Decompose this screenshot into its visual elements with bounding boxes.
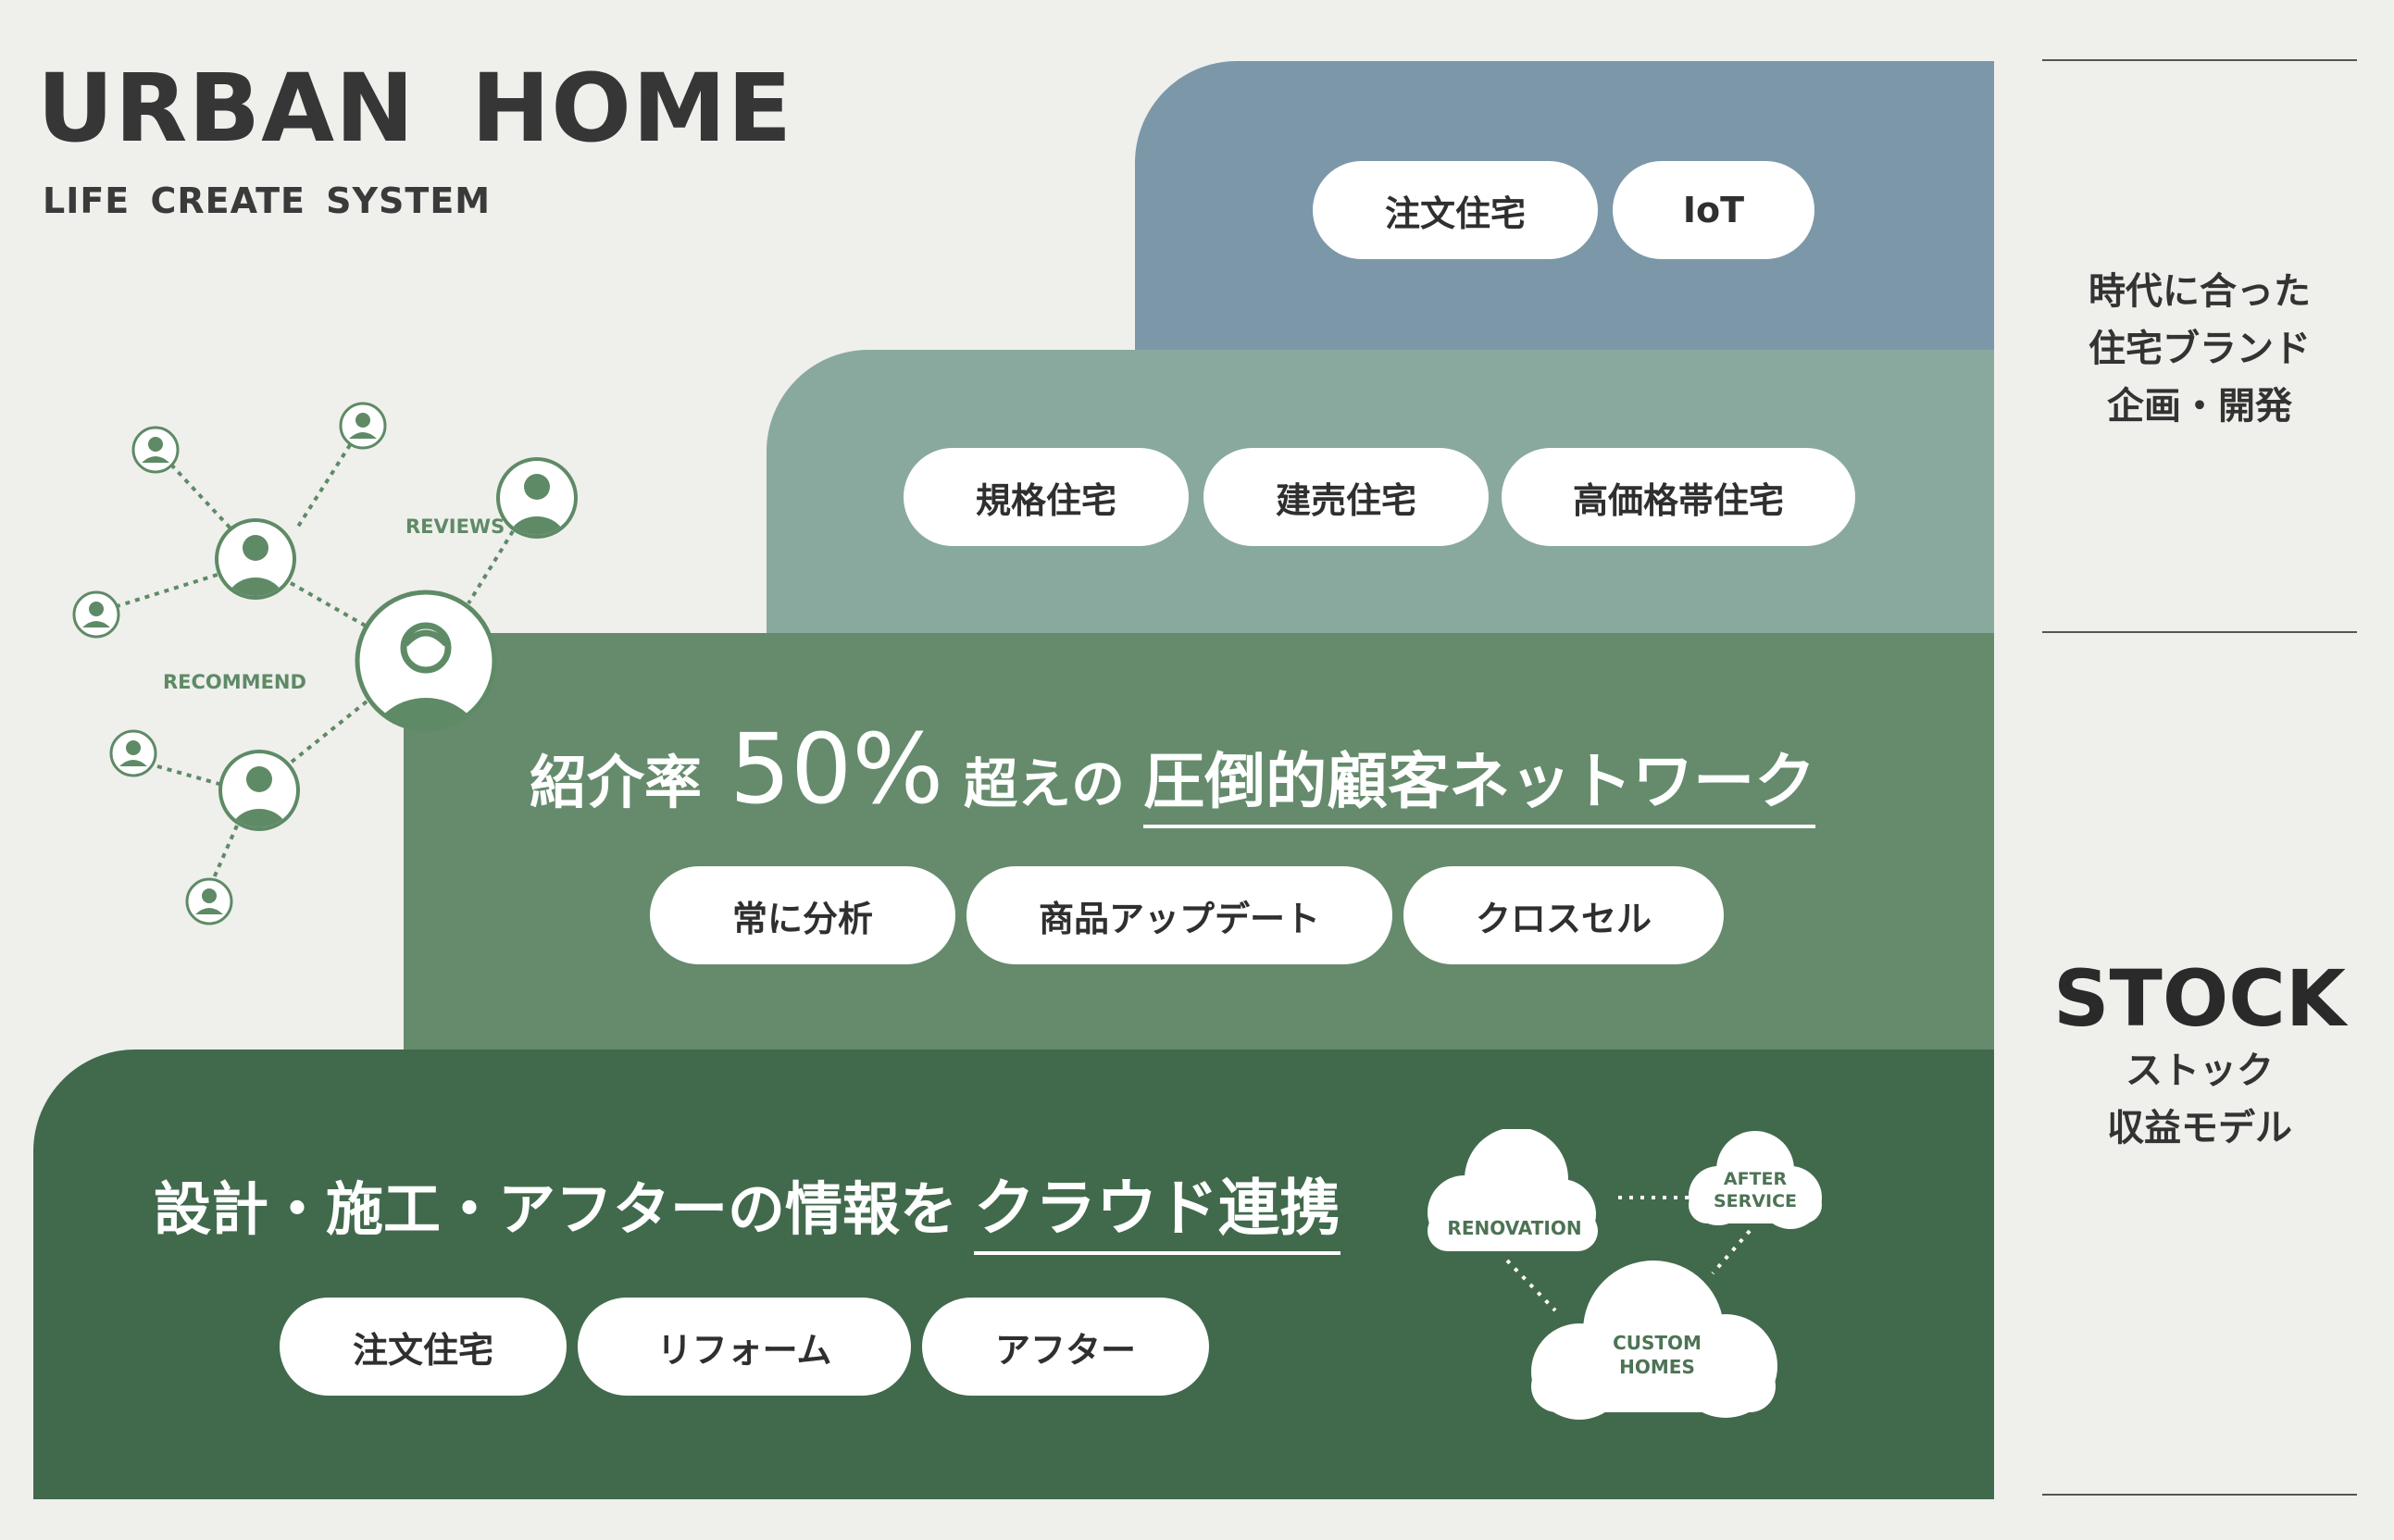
headline-emphasis: クラウド連携 xyxy=(974,1159,1341,1255)
customer-avatar xyxy=(185,877,233,925)
connector-after-custom xyxy=(1711,1229,1752,1275)
customer-avatar xyxy=(496,457,578,539)
customer-avatar xyxy=(339,402,387,450)
pill-standard-home: 規格住宅 xyxy=(904,448,1189,546)
cloud-renovation xyxy=(1428,1129,1598,1251)
divider-top xyxy=(2042,59,2357,61)
divider-middle xyxy=(2042,631,2357,633)
referral-rate: 50% xyxy=(729,713,944,826)
headline-prefix: 紹介率 xyxy=(530,749,703,816)
headline-middle: 超えの xyxy=(964,752,1126,815)
stock-title: STOCK xyxy=(2053,953,2346,1044)
network-headline: 紹介率 50% 超えの 圧倒的顧客ネットワーク xyxy=(530,713,1816,828)
divider-bottom xyxy=(2042,1494,2357,1496)
brand-subtitle: LIFE CREATE SYSTEM xyxy=(43,180,492,221)
caption-line: 時代に合った xyxy=(2089,270,2311,313)
customer-avatar xyxy=(131,426,180,474)
recommend-label: RECOMMEND xyxy=(163,671,306,693)
cloud-after-label-1: AFTER xyxy=(1724,1169,1788,1189)
cloud-custom-label-1: CUSTOM xyxy=(1613,1332,1702,1354)
pill-iot: IoT xyxy=(1613,161,1814,259)
pill-custom-home: 注文住宅 xyxy=(280,1298,567,1396)
pill-after: アフター xyxy=(922,1298,1209,1396)
connector-renovation-custom xyxy=(1505,1259,1557,1312)
headline-emphasis: 圧倒的顧客ネットワーク xyxy=(1143,732,1816,828)
connector xyxy=(289,700,368,764)
cloud-after-service xyxy=(1689,1131,1822,1229)
cloud-headline: 設計・施工・アフターの情報を クラウド連携 xyxy=(154,1159,1341,1255)
customer-avatar xyxy=(109,729,157,777)
pill-cross-sell: クロスセル xyxy=(1403,866,1724,964)
connector xyxy=(207,825,239,889)
connector xyxy=(290,581,369,629)
caption-line: ストック xyxy=(2126,1049,2274,1092)
caption-line: 企画・開発 xyxy=(2107,385,2292,428)
pill-product-update: 商品アップデート xyxy=(966,866,1392,964)
reviews-label: REVIEWS xyxy=(405,515,505,538)
cloud-custom-homes xyxy=(1531,1261,1777,1420)
cloud-custom-label-2: HOMES xyxy=(1619,1356,1695,1378)
customer-avatar xyxy=(218,750,300,831)
pill-always-analyze: 常に分析 xyxy=(650,866,955,964)
cloud-after-label-2: SERVICE xyxy=(1714,1191,1797,1211)
brand-development-caption: 時代に合った 住宅ブランド 企画・開発 xyxy=(2042,263,2357,435)
customer-avatar xyxy=(72,590,120,639)
pill-reform: リフォーム xyxy=(578,1298,911,1396)
pill-custom-home: 注文住宅 xyxy=(1313,161,1598,259)
cloud-renovation-label: RENOVATION xyxy=(1447,1217,1581,1239)
cloud-network-diagram: RENOVATION AFTER SERVICE CUSTOM HOMES xyxy=(1428,1129,1822,1420)
customer-network-diagram: REVIEWS RECOMMEND xyxy=(72,402,578,925)
connector xyxy=(467,529,515,605)
pill-ready-built-home: 建売住宅 xyxy=(1203,448,1489,546)
caption-line: 収益モデル xyxy=(2107,1107,2292,1149)
cloud-connectors xyxy=(1505,1196,1752,1312)
connector xyxy=(156,448,233,531)
caption-line: 住宅ブランド xyxy=(2089,328,2311,370)
connector xyxy=(156,764,223,787)
headline-prefix: 設計・施工・アフターの情報を xyxy=(154,1175,958,1243)
stock-caption: ストック 収益モデル xyxy=(2042,1042,2357,1157)
pill-premium-home: 高価格帯住宅 xyxy=(1502,448,1855,546)
customer-avatar xyxy=(215,518,296,600)
brand-title: URBAN HOME xyxy=(37,54,793,164)
step-2-customer-network xyxy=(404,633,1994,1053)
central-customer-avatar xyxy=(355,590,497,732)
